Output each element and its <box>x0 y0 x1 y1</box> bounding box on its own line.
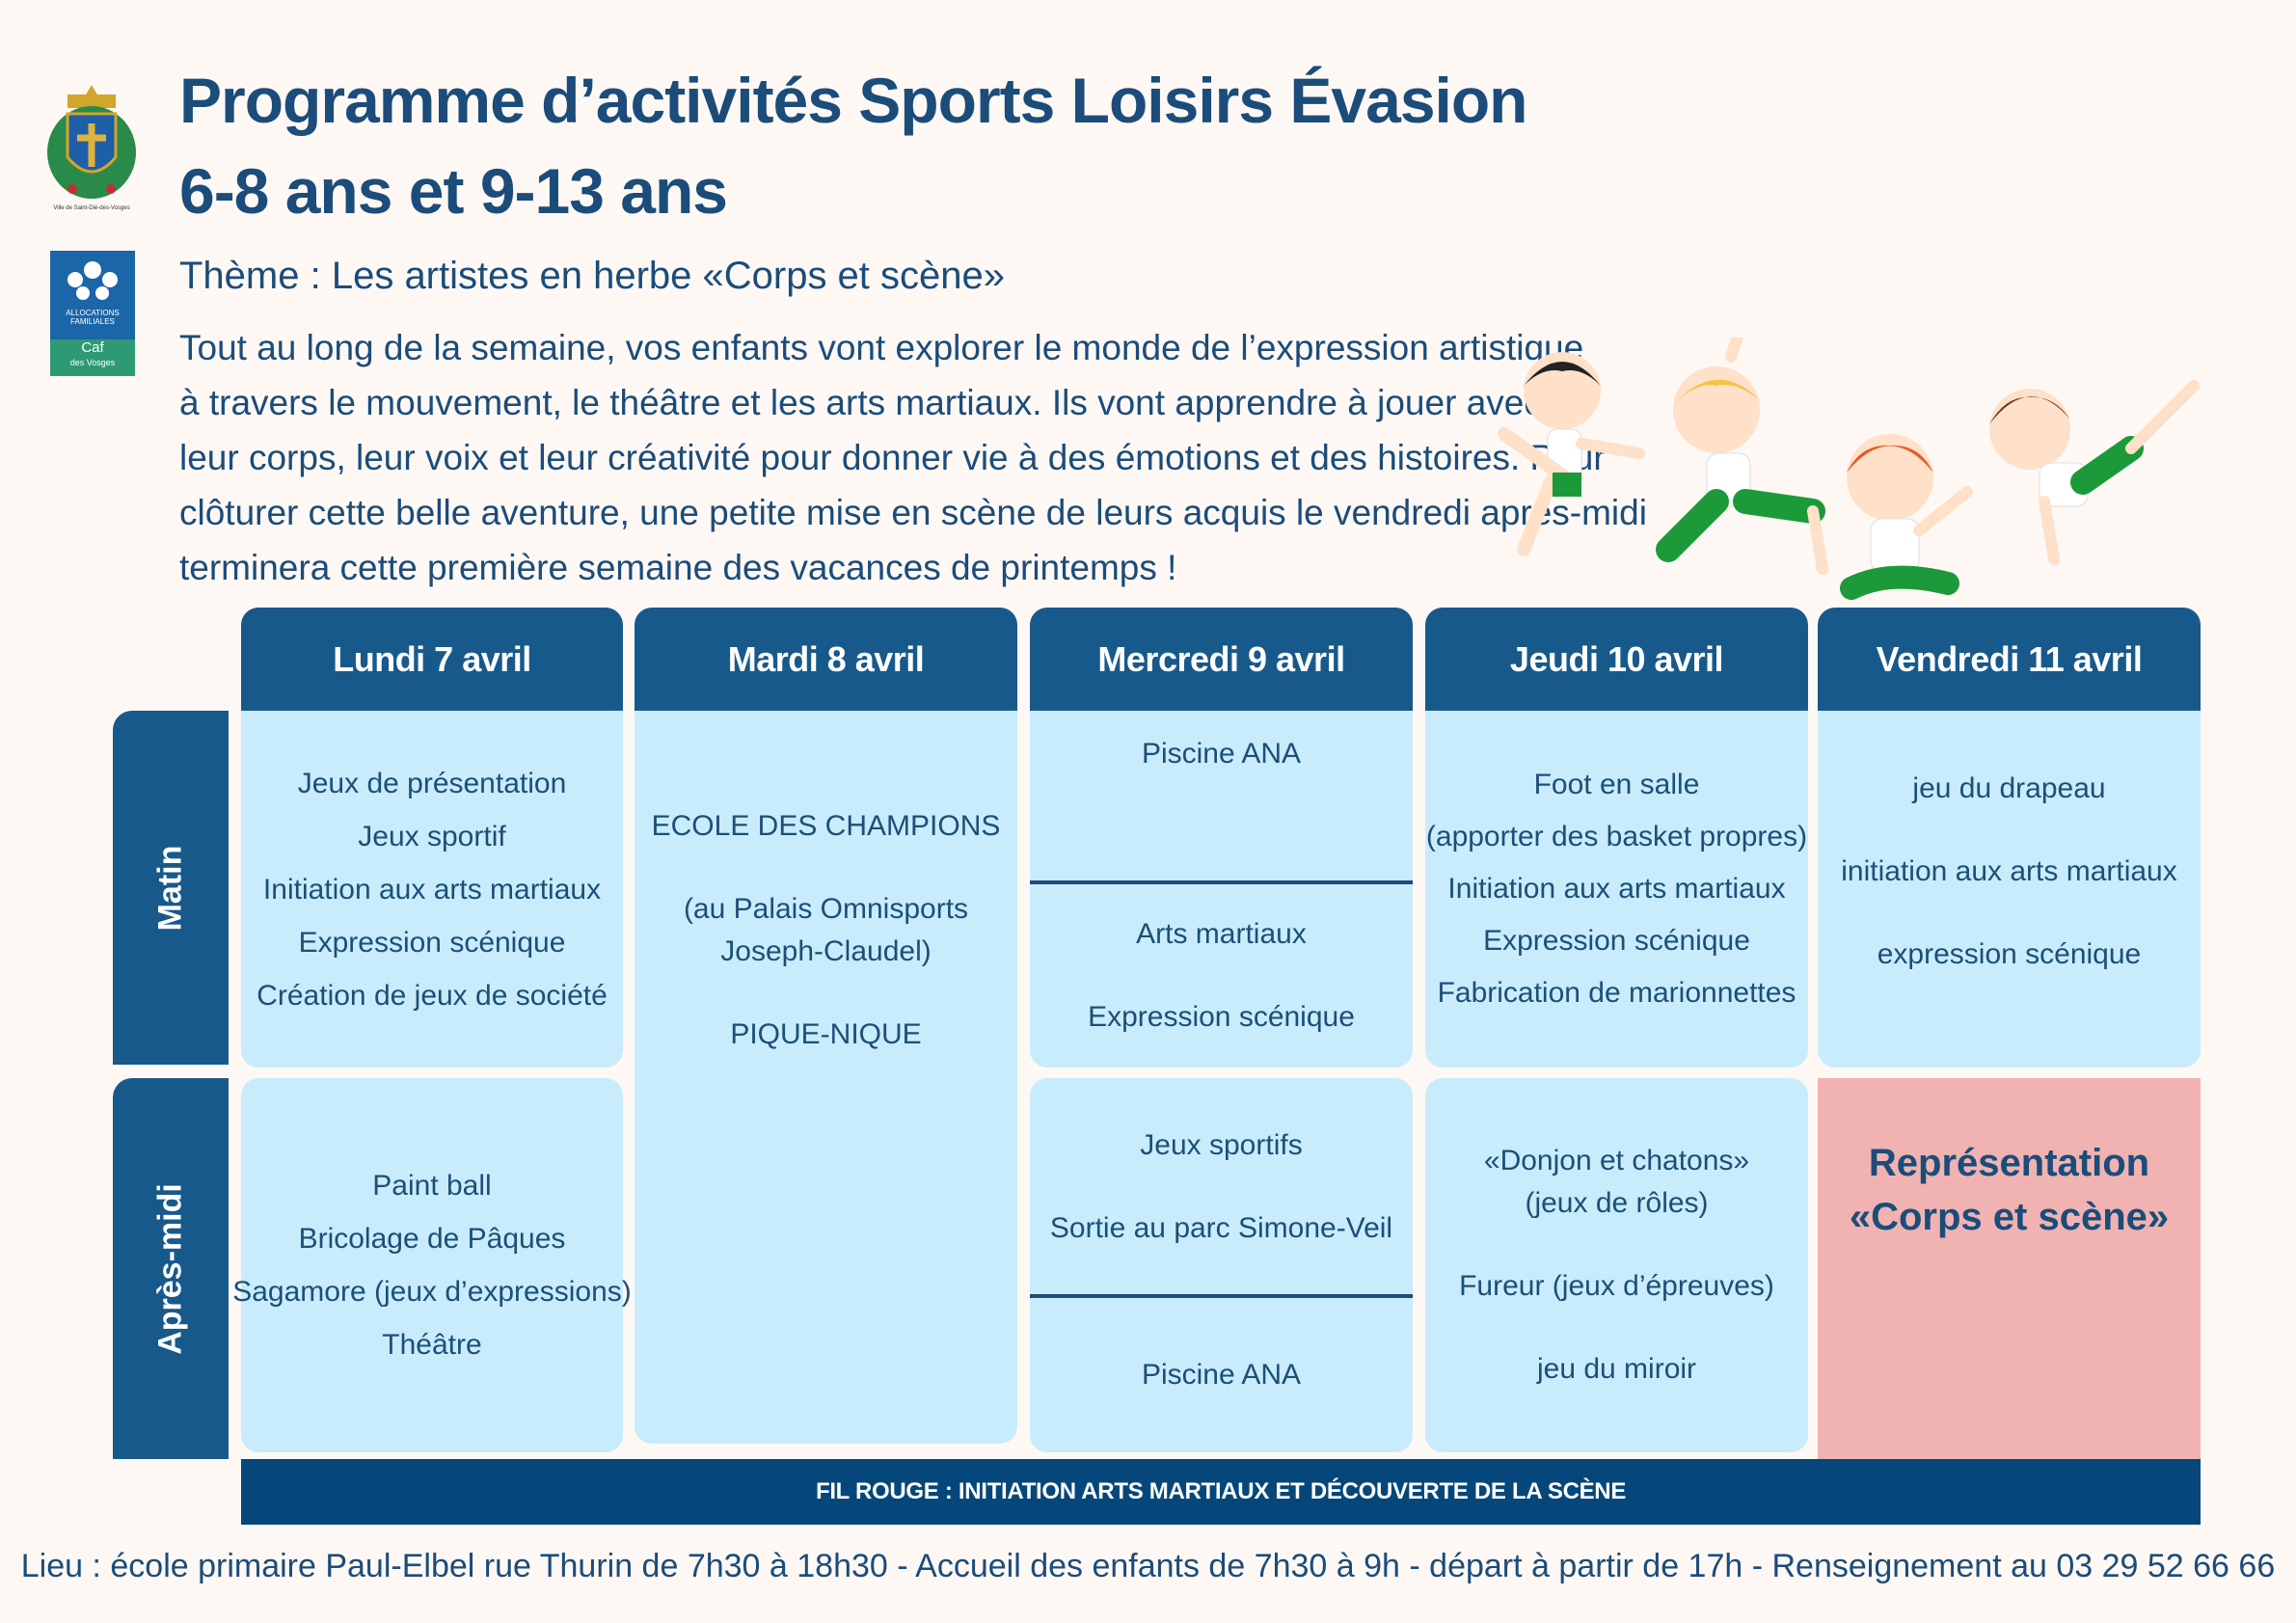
wednesday-morning-cell-2: Arts martiaux Expression scénique <box>1030 884 1413 1068</box>
activity: (jeux de rôles) <box>1525 1187 1709 1219</box>
activity: Sagamore (jeux d’expressions) <box>232 1276 632 1308</box>
show-title: Représentation <box>1868 1142 2150 1184</box>
activity: «Donjon et chatons» <box>1483 1145 1750 1177</box>
period-morning-label: Matin <box>151 845 189 931</box>
caf-name: Caf <box>81 339 104 356</box>
intro-line: Tout au long de la semaine, vos enfants … <box>179 328 1584 367</box>
friday-afternoon-cell: Représentation «Corps et scène» <box>1818 1078 2201 1459</box>
caf-region: des Vosges <box>69 358 116 367</box>
intro-line: clôturer cette belle aventure, une petit… <box>179 493 1647 532</box>
footer-info: Lieu : école primaire Paul-Elbel rue Thu… <box>20 1548 2276 1584</box>
wednesday-afternoon-cell-2: Piscine ANA <box>1030 1298 1413 1452</box>
activity: Théâtre <box>382 1329 482 1361</box>
activity: jeu du drapeau <box>1912 772 2106 804</box>
city-crest-logo: Ville de Saint-Dié-des-Vosges <box>39 75 145 220</box>
crest-caption: Ville de Saint-Dié-des-Vosges <box>53 205 130 211</box>
fil-rouge-banner: FIL ROUGE : INITIATION ARTS MARTIAUX ET … <box>241 1459 2201 1525</box>
activity: ECOLE DES CHAMPIONS <box>651 810 1001 842</box>
activity: Piscine ANA <box>1141 738 1302 770</box>
activity: Expression scénique <box>298 926 566 959</box>
period-afternoon-label: Après-midi <box>151 1182 189 1355</box>
page-subtitle: 6-8 ans et 9-13 ans <box>179 155 728 227</box>
activity: Piscine ANA <box>1141 1359 1302 1391</box>
day-header-wednesday: Mercredi 9 avril <box>1030 608 1413 711</box>
children-illustration <box>1498 338 2200 600</box>
thursday-morning-cell: Foot en salle (apporter des basket propr… <box>1425 711 1808 1068</box>
activity: Arts martiaux <box>1136 918 1307 950</box>
activity: jeu du miroir <box>1536 1353 1697 1385</box>
activity: Paint ball <box>372 1170 492 1202</box>
activity: Initiation aux arts martiaux <box>262 873 602 906</box>
period-afternoon: Après-midi <box>113 1078 229 1459</box>
day-header-friday: Vendredi 11 avril <box>1818 608 2201 711</box>
day-header-tuesday: Mardi 8 avril <box>635 608 1017 711</box>
caf-label: ALLOCATIONS FAMILIALES <box>66 309 120 326</box>
monday-morning-cell: Jeux de présentation Jeux sportif Initia… <box>241 711 623 1068</box>
activity: Jeux sportifs <box>1140 1128 1303 1161</box>
kid-dark-hair-illustration <box>1498 352 1645 556</box>
activity: Expression scénique <box>1483 925 1750 957</box>
activity: initiation aux arts martiaux <box>1841 855 2177 887</box>
kid-brown-hair-illustration <box>1989 380 2200 565</box>
activity: (au Palais Omnisports <box>683 893 969 925</box>
activity: expression scénique <box>1877 938 2142 970</box>
tuesday-fullday-cell: ECOLE DES CHAMPIONS (au Palais Omnisport… <box>635 711 1017 1444</box>
activity: Bricolage de Pâques <box>298 1223 566 1255</box>
activity: Initiation aux arts martiaux <box>1447 873 1786 905</box>
activity: Foot en salle <box>1533 769 1700 800</box>
activity: Jeux de présentation <box>297 767 567 799</box>
activity: Jeux sportif <box>358 820 506 852</box>
activity: Fureur (jeux d’épreuves) <box>1459 1270 1774 1302</box>
intro-line: à travers le mouvement, le théâtre et le… <box>179 383 1542 422</box>
activity: Fabrication de marionnettes <box>1437 977 1796 1009</box>
activity: PIQUE-NIQUE <box>730 1018 922 1050</box>
activity: (apporter des basket propres) <box>1425 821 1808 852</box>
thursday-afternoon-cell: «Donjon et chatons» (jeux de rôles) Fure… <box>1425 1078 1808 1452</box>
activity: Sortie au parc Simone-Veil <box>1049 1211 1393 1244</box>
day-header-thursday: Jeudi 10 avril <box>1425 608 1808 711</box>
wednesday-afternoon-cell-1: Jeux sportifs Sortie au parc Simone-Veil <box>1030 1078 1413 1295</box>
intro-paragraph: Tout au long de la semaine, vos enfants … <box>179 320 1647 595</box>
divider <box>1030 1294 1413 1298</box>
activity: Création de jeux de société <box>257 979 608 1012</box>
intro-line: terminera cette première semaine des vac… <box>179 548 1177 587</box>
wednesday-morning-cell-1: Piscine ANA <box>1030 711 1413 882</box>
show-title: «Corps et scène» <box>1849 1196 2170 1238</box>
divider <box>1030 880 1413 884</box>
kid-redhead-illustration <box>1840 434 1973 600</box>
caf-logo-green: Caf des Vosges <box>50 339 135 376</box>
caf-logo-blue: ALLOCATIONS FAMILIALES <box>50 251 135 339</box>
kid-blond-illustration <box>1656 338 1828 575</box>
day-header-monday: Lundi 7 avril <box>241 608 623 711</box>
activity: Expression scénique <box>1088 1001 1355 1033</box>
friday-morning-cell: jeu du drapeau initiation aux arts marti… <box>1818 711 2201 1068</box>
theme-line: Thème : Les artistes en herbe «Corps et … <box>179 255 1006 297</box>
page-title: Programme d’activités Sports Loisirs Éva… <box>179 65 1527 136</box>
intro-line: leur corps, leur voix et leur créativité… <box>179 438 1606 477</box>
caf-logo: ALLOCATIONS FAMILIALES Caf des Vosges <box>50 251 135 376</box>
activity: Joseph-Claudel) <box>720 935 932 967</box>
period-morning: Matin <box>113 711 229 1065</box>
monday-afternoon-cell: Paint ball Bricolage de Pâques Sagamore … <box>232 1078 632 1452</box>
